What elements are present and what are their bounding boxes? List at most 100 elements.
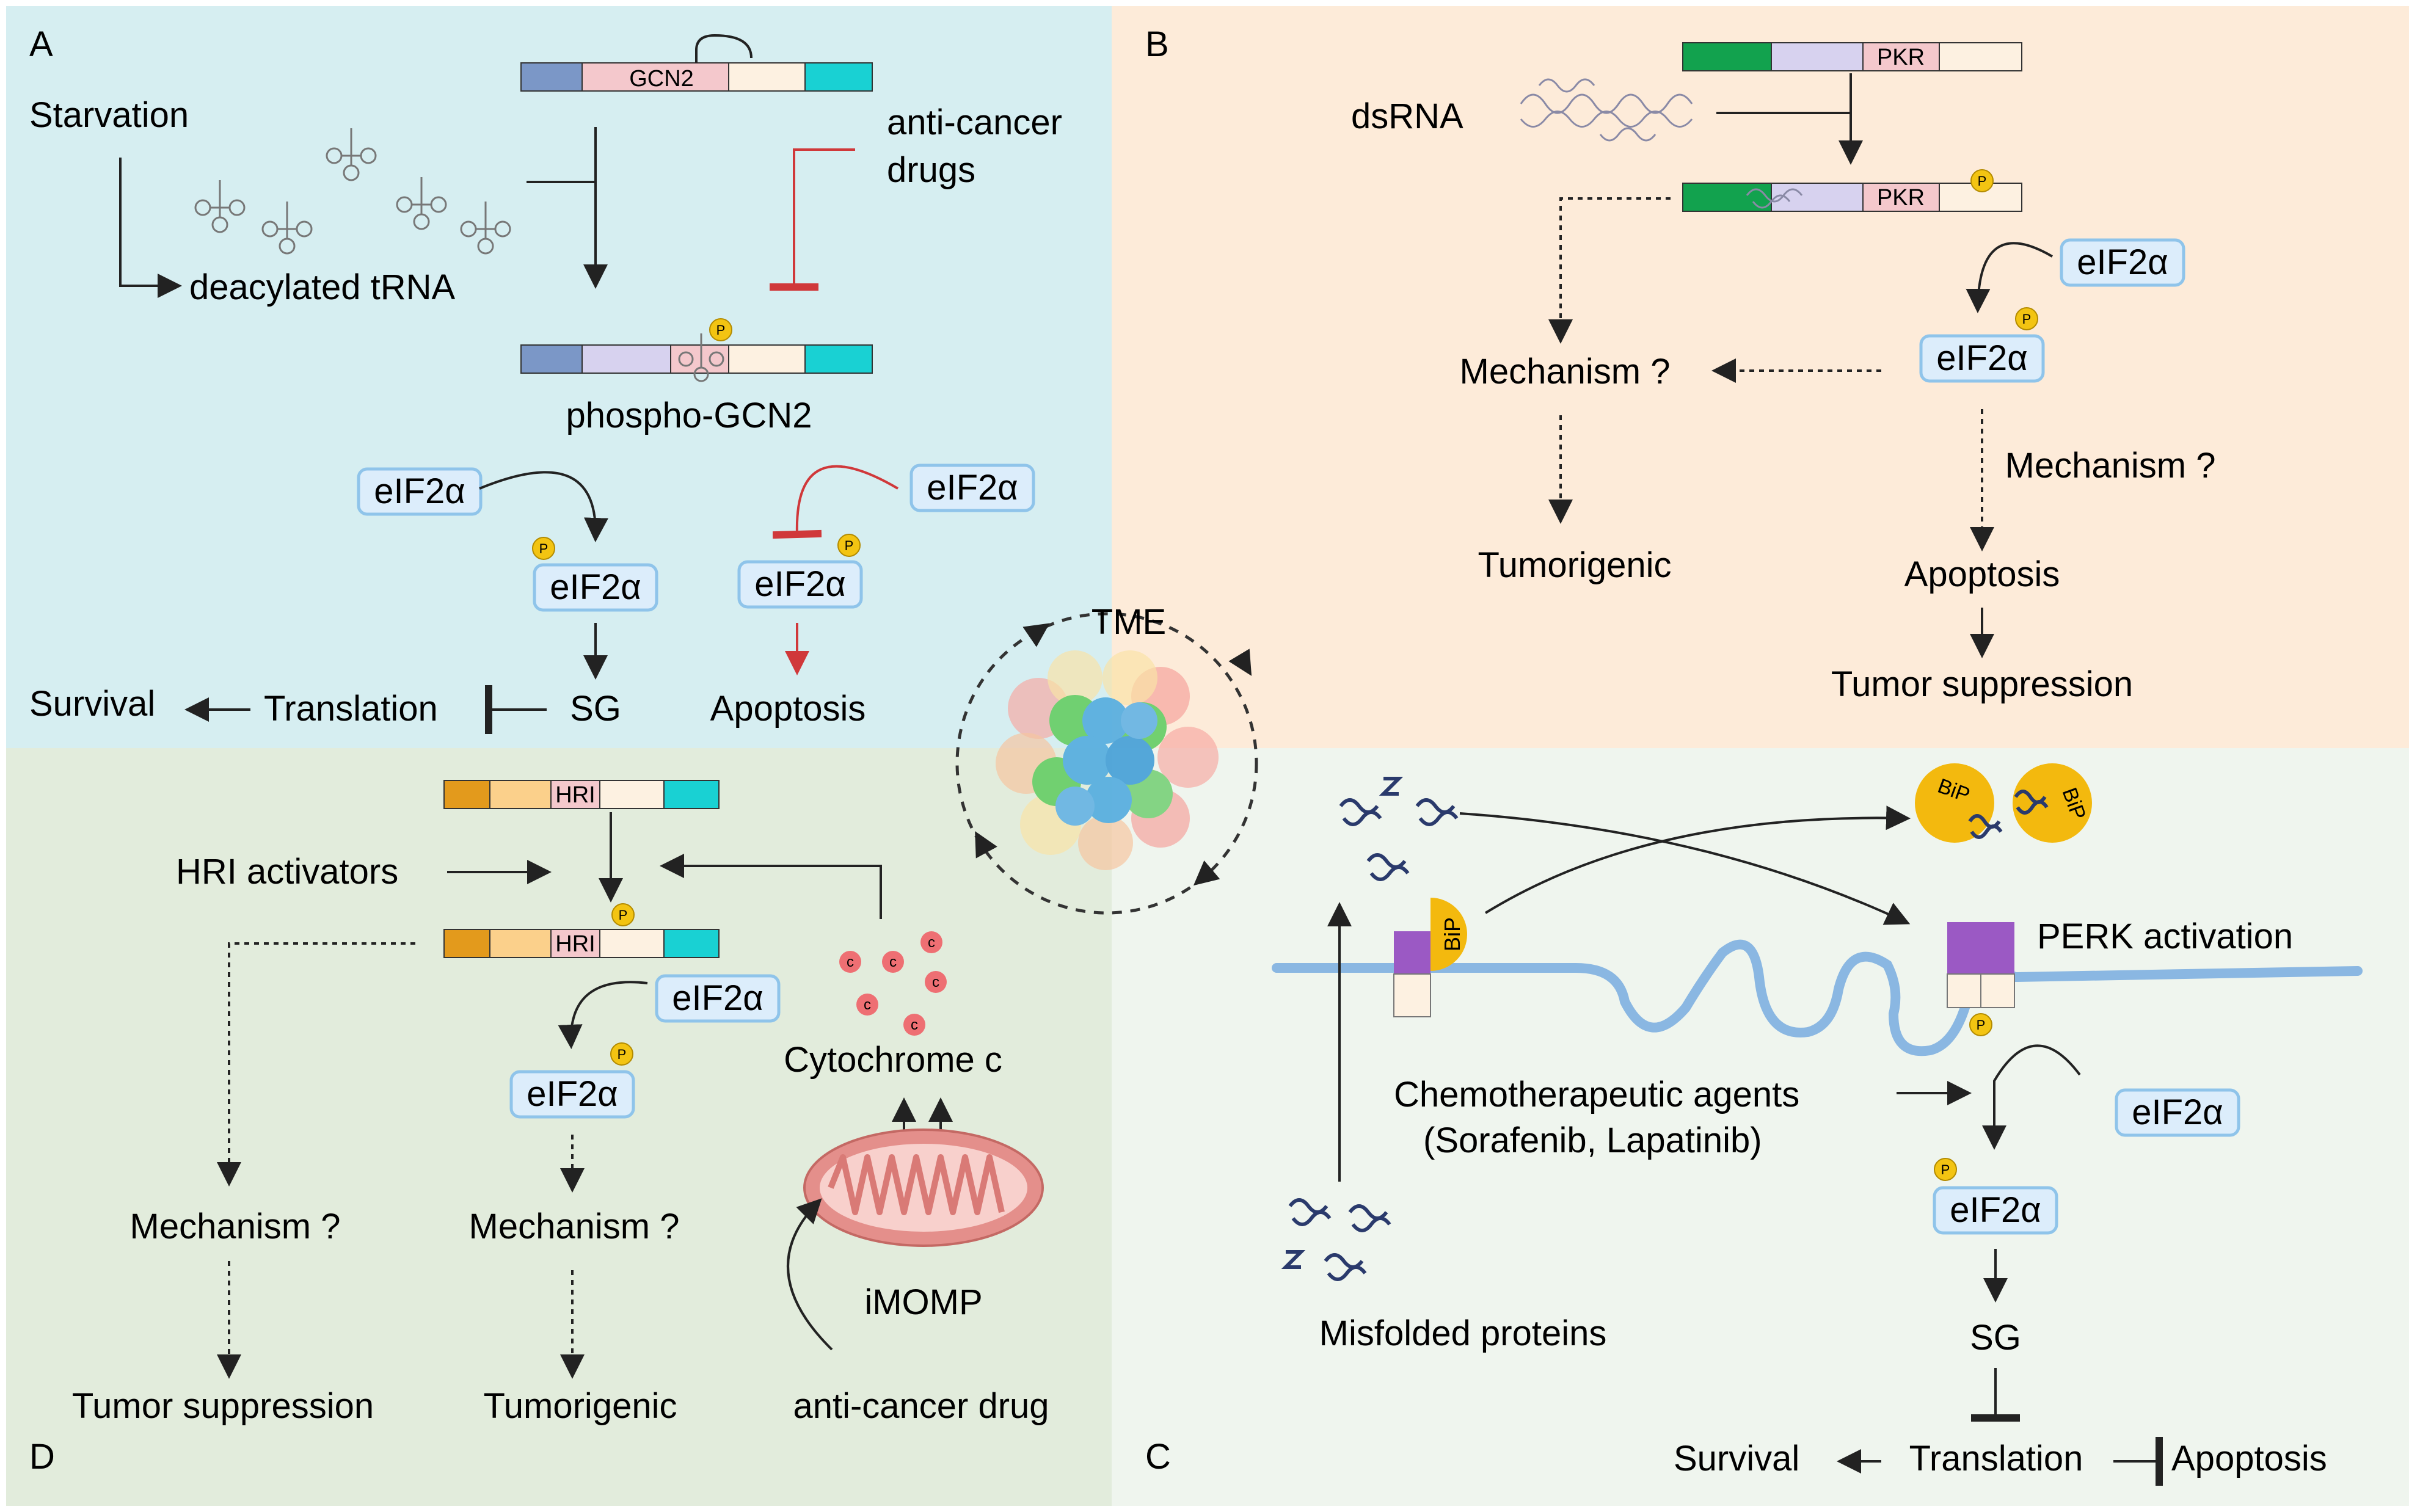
hri-activators-label: HRI activators xyxy=(176,852,398,892)
phospho-gcn2-p-badge: P xyxy=(716,322,726,338)
misfolded-to-perk-arrow xyxy=(1459,812,1911,925)
tme-cycle-arrow-1 xyxy=(1022,623,1050,647)
eif2a-p-badge-a2: P xyxy=(845,538,854,553)
perk-dimer: P xyxy=(1947,922,2015,1036)
eif2a-p-badge-b: P xyxy=(2022,311,2032,327)
eif2a-label-d-top: eIF2α xyxy=(672,978,764,1018)
eif2a-box-a-left xyxy=(357,467,483,516)
eif2a-p-badge-a: P xyxy=(539,541,548,556)
eif2a-box-a-middle xyxy=(737,560,863,609)
hri-to-mechanism-dotted xyxy=(217,942,415,1187)
translation-label-a: Translation xyxy=(264,689,438,729)
eif2a-label-b-phospho: eIF2α xyxy=(1936,338,2028,378)
mechanism-label-d-left: Mechanism ? xyxy=(130,1207,341,1246)
panel-a-letter: A xyxy=(29,24,53,64)
eif2a-inhibition-arrow-red xyxy=(772,465,899,539)
eif2a-box-b-phospho xyxy=(1919,334,2045,383)
eif2a-box-d-phospho xyxy=(509,1070,635,1119)
eif2a-label-b-top: eIF2α xyxy=(2077,242,2168,282)
cytochrome-c-label: Cytochrome c xyxy=(784,1040,1002,1080)
pkr-to-mechanism-dotted xyxy=(1548,197,1671,344)
tumor-cell-cluster xyxy=(996,650,1219,870)
phospho-pkr-bar: PKR P xyxy=(1682,169,2022,212)
cytochrome-c-glyph: c xyxy=(932,974,939,990)
tumorigenic-label-b: Tumorigenic xyxy=(1478,545,1672,585)
eif2a-label-a-middle: eIF2α xyxy=(754,564,846,604)
eif2a-label-c-phospho: eIF2α xyxy=(1950,1190,2041,1230)
mechanism-label-b-left: Mechanism ? xyxy=(1460,352,1671,391)
dsrna-activation-arrow xyxy=(1716,73,1851,160)
cytochrome-c-glyph: c xyxy=(847,954,854,970)
drugs-inhibition-arrow xyxy=(770,148,855,291)
eif2a-label-a-left: eIF2α xyxy=(374,471,465,511)
panel-d-background xyxy=(6,748,1112,1506)
eif2a-phosphorylation-arrow-b xyxy=(1966,242,2054,313)
eif2a-p-badge-d: P xyxy=(618,1047,627,1062)
apoptosis-label-c: Apoptosis xyxy=(2171,1439,2327,1478)
eif2a-box-c-phospho xyxy=(1933,1186,2058,1235)
perk-p-badge: P xyxy=(1977,1017,1986,1033)
eif2a-p-circle-b xyxy=(2015,307,2038,330)
eif2a-p-circle-a2 xyxy=(837,534,861,557)
bip-perk-complex: BiP xyxy=(1393,898,1467,1017)
survival-label-c: Survival xyxy=(1674,1439,1799,1478)
phospho-gcn2-bar: P xyxy=(520,318,873,382)
panel-c-letter: C xyxy=(1145,1437,1171,1477)
tme-cycle-circle xyxy=(955,612,1258,915)
misfolded-proteins-top xyxy=(1339,777,1459,881)
gcn2-label: GCN2 xyxy=(629,66,694,92)
er-membrane xyxy=(1272,939,2363,1056)
cytochrome-c-glyph: c xyxy=(911,1017,918,1033)
tme-cycle-arrow-3 xyxy=(1193,860,1220,886)
cytochrome-c-glyph: c xyxy=(864,997,871,1013)
eif2a-box-d-top xyxy=(655,974,781,1023)
tumor-suppression-label-d: Tumor suppression xyxy=(72,1386,374,1426)
phospho-pkr-p-badge: P xyxy=(1978,173,1987,189)
tme-cycle-arrow-2 xyxy=(1228,649,1252,676)
mechanism-label-d-right: Mechanism ? xyxy=(469,1207,680,1246)
cytochrome-to-hri-arrow xyxy=(660,854,882,919)
tme-center: TME xyxy=(955,602,1258,915)
misfolded-proteins-bottom xyxy=(1281,1198,1391,1281)
anticancer-drugs-label-1: anti-cancer xyxy=(887,103,1062,142)
sg-label-a: SG xyxy=(570,689,621,729)
eif2a-p-circle-d xyxy=(610,1042,633,1066)
panel-a-background xyxy=(6,6,1112,748)
eif2a-box-c-right xyxy=(2115,1088,2240,1137)
eif2a-label-d-phospho: eIF2α xyxy=(527,1074,618,1114)
phospho-hri-label: HRI xyxy=(555,931,595,957)
mechanism-label-b-right: Mechanism ? xyxy=(2005,446,2216,485)
tme-cycle-arrow-4 xyxy=(975,831,997,859)
apoptosis-label-b: Apoptosis xyxy=(1904,554,2060,594)
eif2a-box-b-top xyxy=(2060,238,2185,287)
hri-label: HRI xyxy=(555,782,595,808)
hri-gene-bar: HRI xyxy=(443,780,720,809)
pkr-gene-bar: PKR xyxy=(1682,42,2022,71)
misfolded-proteins-label: Misfolded proteins xyxy=(1319,1314,1607,1353)
eif2a-box-a-phospho xyxy=(533,563,658,612)
dsrna-label: dsRNA xyxy=(1351,96,1463,136)
mitochondrion-icon xyxy=(803,1129,1044,1247)
trna-icon-group xyxy=(194,128,511,255)
tme-label: TME xyxy=(1092,602,1166,642)
phospho-gcn2-label: phospho-GCN2 xyxy=(566,396,812,435)
eif2a-p-circle-c xyxy=(1934,1158,1957,1181)
panel-b-background xyxy=(1112,6,2409,748)
trna-activation-arrow xyxy=(527,127,596,284)
panel-b: B PKR dsRNA PKR P eIF2α xyxy=(1145,24,2215,704)
starvation-label: Starvation xyxy=(29,95,189,135)
eif2a-p-circle-a xyxy=(532,537,555,560)
apoptosis-label-a: Apoptosis xyxy=(710,689,866,729)
panel-b-letter: B xyxy=(1145,24,1169,64)
eif2a-p-badge-c: P xyxy=(1941,1162,1950,1177)
bip-release-arrow xyxy=(1484,805,1911,914)
eif2a-label-a-right: eIF2α xyxy=(927,468,1018,507)
imomp-label: iMOMP xyxy=(864,1282,982,1322)
pkr-label: PKR xyxy=(1877,45,1925,70)
gcn2-gene-bar: GCN2 xyxy=(520,34,873,92)
panel-a: A GCN2 Starvation anti-cancer drugs deac… xyxy=(29,24,1062,734)
survival-label-a: Survival xyxy=(29,684,155,724)
panel-d: D HRI HRI activators HRI P eIF2α xyxy=(29,780,1049,1477)
translation-label-c: Translation xyxy=(1909,1439,2083,1478)
panel-c: C BiP BiP BiP xyxy=(1145,763,2363,1486)
